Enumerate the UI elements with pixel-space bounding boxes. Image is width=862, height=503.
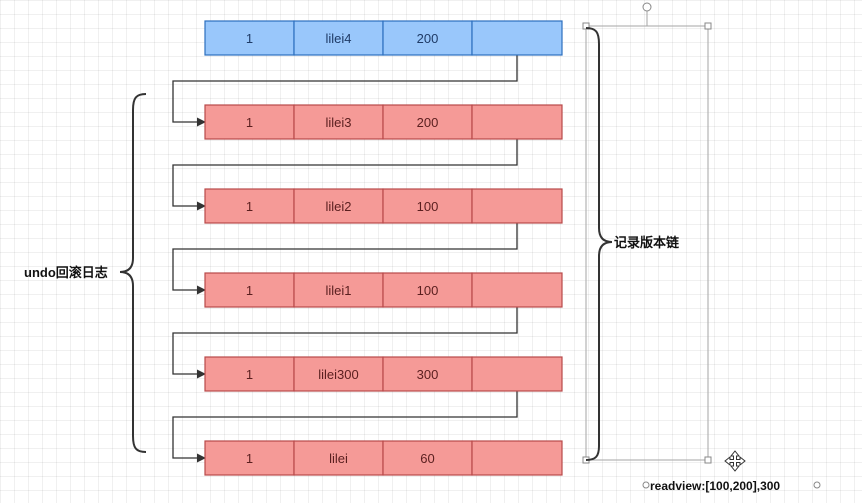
cell-text-trx-id: 1 <box>246 451 253 466</box>
roll-pointer-connector <box>172 307 518 379</box>
cell-text-trx-id: 1 <box>246 115 253 130</box>
cell-value <box>382 440 473 476</box>
version-chain-label: 记录版本链 <box>614 235 680 250</box>
cell-value <box>382 356 473 392</box>
cell-roll-pointer <box>471 104 563 140</box>
version-chain-brace <box>585 27 613 461</box>
text-handle-left <box>642 481 650 489</box>
cell-text-name: lilei <box>329 451 348 466</box>
move-icon <box>724 450 746 472</box>
current-record-row[interactable]: 1 lilei4 200 <box>204 20 563 56</box>
cell-trx-id <box>204 20 295 56</box>
cell-trx-id <box>204 188 295 224</box>
cell-trx-id <box>204 356 295 392</box>
cell-name <box>293 440 384 476</box>
undo-record-row[interactable]: 1 lilei1 100 <box>204 272 563 308</box>
undo-record-row[interactable]: 1 lilei 60 <box>204 440 563 476</box>
cell-text-trx-id: 1 <box>246 283 253 298</box>
cell-text-value: 200 <box>417 31 439 46</box>
cell-text-name: lilei4 <box>325 31 351 46</box>
undo-record-row[interactable]: 1 lilei300 300 <box>204 356 563 392</box>
cell-value <box>382 20 473 56</box>
roll-pointer-connector <box>172 55 518 127</box>
text-handle-right <box>813 481 821 489</box>
cell-text-value: 60 <box>420 451 434 466</box>
cell-name <box>293 20 384 56</box>
undo-record-row[interactable]: 1 lilei3 200 <box>204 104 563 140</box>
readview-annotation[interactable]: readview:[100,200],300 <box>642 479 821 493</box>
undo-log-label: undo回滚日志 <box>24 265 108 280</box>
rotate-handle[interactable] <box>642 2 652 12</box>
cell-text-name: lilei300 <box>318 367 358 382</box>
cell-text-value: 100 <box>417 199 439 214</box>
roll-pointer-connector <box>172 391 518 463</box>
undo-record-row[interactable]: 1 lilei2 100 <box>204 188 563 224</box>
cell-text-trx-id: 1 <box>246 199 253 214</box>
cell-name <box>293 104 384 140</box>
cell-roll-pointer <box>471 356 563 392</box>
cell-text-name: lilei1 <box>325 283 351 298</box>
cell-roll-pointer <box>471 20 563 56</box>
cell-trx-id <box>204 440 295 476</box>
cell-roll-pointer <box>471 272 563 308</box>
cell-value <box>382 188 473 224</box>
cell-text-value: 100 <box>417 283 439 298</box>
cell-text-value: 300 <box>417 367 439 382</box>
cell-name <box>293 272 384 308</box>
cell-roll-pointer <box>471 440 563 476</box>
version-chain-selection[interactable] <box>582 2 712 464</box>
roll-pointer-connector <box>172 139 518 211</box>
resize-handle-bottom-right[interactable] <box>704 456 712 464</box>
cell-text-name: lilei2 <box>325 199 351 214</box>
cell-text-trx-id: 1 <box>246 31 253 46</box>
cell-roll-pointer <box>471 188 563 224</box>
cell-text-trx-id: 1 <box>246 367 253 382</box>
cell-text-name: lilei3 <box>325 115 351 130</box>
undo-log-brace <box>119 93 147 453</box>
cell-text-value: 200 <box>417 115 439 130</box>
connector-group <box>172 55 518 463</box>
roll-pointer-connector <box>172 223 518 295</box>
resize-handle-top-right[interactable] <box>704 22 712 30</box>
readview-label: readview:[100,200],300 <box>650 479 780 493</box>
